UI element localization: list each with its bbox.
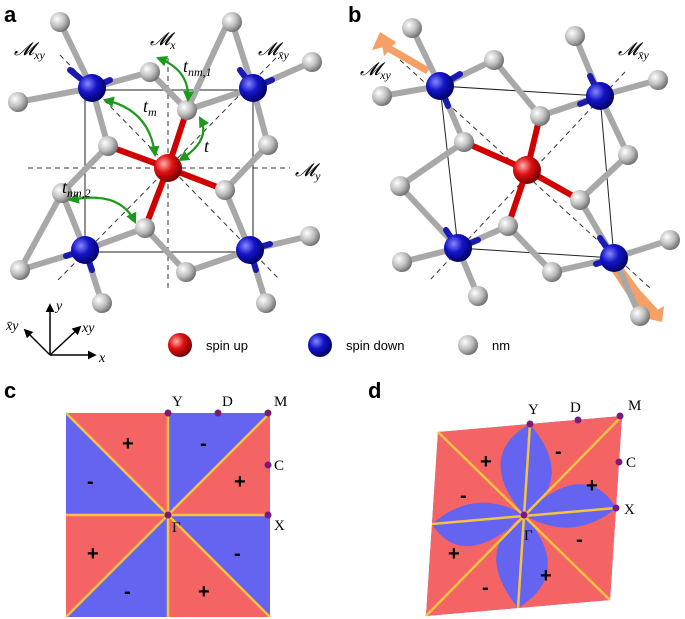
axis-label-xy: xy [81, 321, 95, 336]
hopping-label-tm: tm [143, 96, 157, 119]
hopping-label-t: t [204, 136, 210, 156]
kpoint-c-Y: Y [172, 394, 183, 410]
hopping-label-tnm1: tnm,1 [183, 56, 212, 79]
axis-label-y: y [54, 299, 63, 314]
axes-indicator [23, 303, 97, 360]
sign-d-3: + [586, 475, 598, 497]
kpoint-c-Gamma: Γ [172, 520, 181, 536]
sign-d-1: + [480, 451, 492, 473]
sign-d-2: - [555, 441, 562, 463]
panel-label-c: c [4, 378, 16, 403]
sign-d-8: - [460, 485, 467, 507]
legend-spin-up-label: spin up [206, 338, 248, 353]
sign-d-4: - [576, 529, 583, 551]
sign-c-2: - [200, 433, 207, 455]
panel-label-a: a [4, 2, 17, 27]
legend: spin up spin down nm [168, 333, 510, 357]
panel-a-structure: 𝓜xy 𝓜x 𝓜x̄y 𝓜y tnm,1 tm t tnm,2 [8, 12, 322, 313]
kpoint-d-C: C [626, 455, 636, 471]
sign-c-6: - [124, 581, 131, 603]
axis-label-xbary: x̄y [5, 319, 19, 334]
panel-d-bz: Y D M C X Γ + - + - + - + - [425, 398, 641, 617]
mirror-label-Mxbary: 𝓜x̄y [258, 39, 289, 62]
sign-c-8: - [87, 471, 94, 493]
panel-c-bz: Y D M C X Γ + - + - + - + - [65, 394, 287, 618]
sign-d-6: - [482, 577, 489, 599]
hopping-label-tnm2: tnm,2 [62, 177, 91, 200]
kpoint-d-Gamma: Γ [524, 528, 533, 544]
sign-c-1: + [122, 433, 134, 455]
legend-spin-down-label: spin down [346, 338, 405, 353]
sign-c-5: + [198, 581, 210, 603]
sign-c-4: - [234, 543, 241, 565]
mirror-label-Mxy-b: 𝓜xy [360, 59, 391, 82]
kpoint-d-Y: Y [528, 402, 539, 418]
mirror-label-Mxy: 𝓜xy [14, 39, 45, 62]
kpoint-c-X: X [274, 518, 285, 534]
mirror-label-Mxbary-b: 𝓜x̄y [618, 39, 649, 62]
sign-c-7: + [87, 543, 99, 565]
panel-label-d: d [368, 378, 381, 403]
kpoint-c-D: D [222, 394, 233, 410]
legend-spin-up-marker [168, 333, 192, 357]
kpoint-d-M: M [628, 398, 641, 414]
legend-nm-label: nm [492, 338, 510, 353]
mirror-label-My: 𝓜y [295, 160, 321, 183]
kpoint-d-D: D [570, 400, 581, 416]
sign-d-7: + [448, 543, 460, 565]
kpoint-c-C: C [274, 458, 284, 474]
sign-c-3: + [234, 471, 246, 493]
kpoint-d-X: X [624, 502, 635, 518]
sign-d-5: + [540, 565, 552, 587]
panel-label-b: b [348, 2, 361, 27]
kpoint-c-M: M [274, 394, 287, 410]
mirror-label-Mx: 𝓜x [150, 29, 176, 52]
legend-nm-marker [458, 335, 478, 355]
panel-b-structure: 𝓜xy 𝓜x̄y [360, 18, 680, 326]
legend-spin-down-marker [308, 333, 332, 357]
axis-label-x: x [98, 351, 106, 366]
